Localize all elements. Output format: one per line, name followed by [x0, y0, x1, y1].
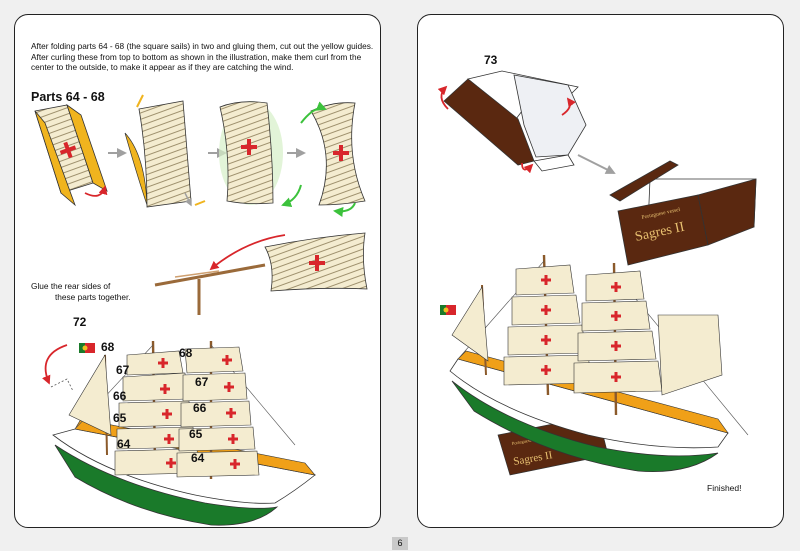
stand-assembly-illustration: Portuguese vessel Sagres II Portuguese v… — [437, 70, 757, 476]
curl-arrow-icon — [84, 185, 108, 197]
fore-sail-label: 66 — [113, 389, 127, 403]
parts-title: Parts 64 - 68 — [31, 90, 105, 104]
step3-curled-sail — [219, 101, 283, 205]
ship-assembly-illustration — [42, 340, 316, 526]
page-number: 6 — [392, 537, 408, 550]
main-sail-label: 67 — [195, 375, 209, 389]
main-mast-sails — [176, 346, 260, 478]
fore-sail-label: 65 — [113, 411, 127, 425]
cross-of-christ-icon — [241, 139, 257, 155]
glue-note-line1: Glue the rear sides of — [31, 281, 111, 291]
fore-sail-label: 64 — [117, 437, 131, 451]
curl-arrow-icon — [521, 162, 534, 174]
step4-wind-sail — [281, 101, 366, 217]
instructions-text: After folding parts 64 - 68 (the square … — [31, 41, 374, 73]
flag-part-label: 72 — [73, 315, 87, 329]
fore-sail-label: 68 — [101, 340, 115, 354]
sail-steps-illustration — [34, 94, 368, 526]
glue-note-line2: these parts together. — [55, 292, 131, 302]
main-sail-label: 68 — [179, 346, 193, 360]
step2-cut-guides — [124, 94, 206, 208]
portuguese-flag-icon — [79, 343, 95, 353]
main-sail-label: 65 — [189, 427, 203, 441]
ship-stand-caption-small: Portuguese vessel — [511, 435, 544, 446]
cross-of-christ-icon — [59, 141, 77, 159]
assembled-stand: Portuguese vessel Sagres II — [609, 160, 757, 266]
curl-arrow-icon — [561, 97, 576, 116]
finished-ship-illustration: Portuguese vessel Sagres II — [440, 254, 749, 476]
left-page-panel: After folding parts 64 - 68 (the square … — [14, 14, 381, 528]
yard-and-sail-illustration — [154, 232, 368, 315]
portuguese-flag-icon — [440, 305, 456, 315]
main-sail-label: 64 — [191, 451, 205, 465]
right-page-panel: 73 Portuguese vessel Sagres II — [417, 14, 784, 528]
fore-sail-label: 67 — [116, 363, 130, 377]
finished-label: Finished! — [707, 483, 742, 493]
cross-of-christ-icon — [333, 145, 349, 161]
curl-arrow-icon — [437, 85, 449, 110]
unfolded-stand — [437, 70, 587, 174]
curl-arrow-icon — [209, 234, 286, 271]
step-arrow-icon — [577, 154, 616, 174]
step1-folded-sail — [34, 103, 108, 207]
curl-arrow-icon — [42, 344, 68, 385]
cross-of-christ-icon — [309, 255, 325, 271]
main-sail-label: 66 — [193, 401, 207, 415]
stand-part-label: 73 — [484, 53, 498, 67]
